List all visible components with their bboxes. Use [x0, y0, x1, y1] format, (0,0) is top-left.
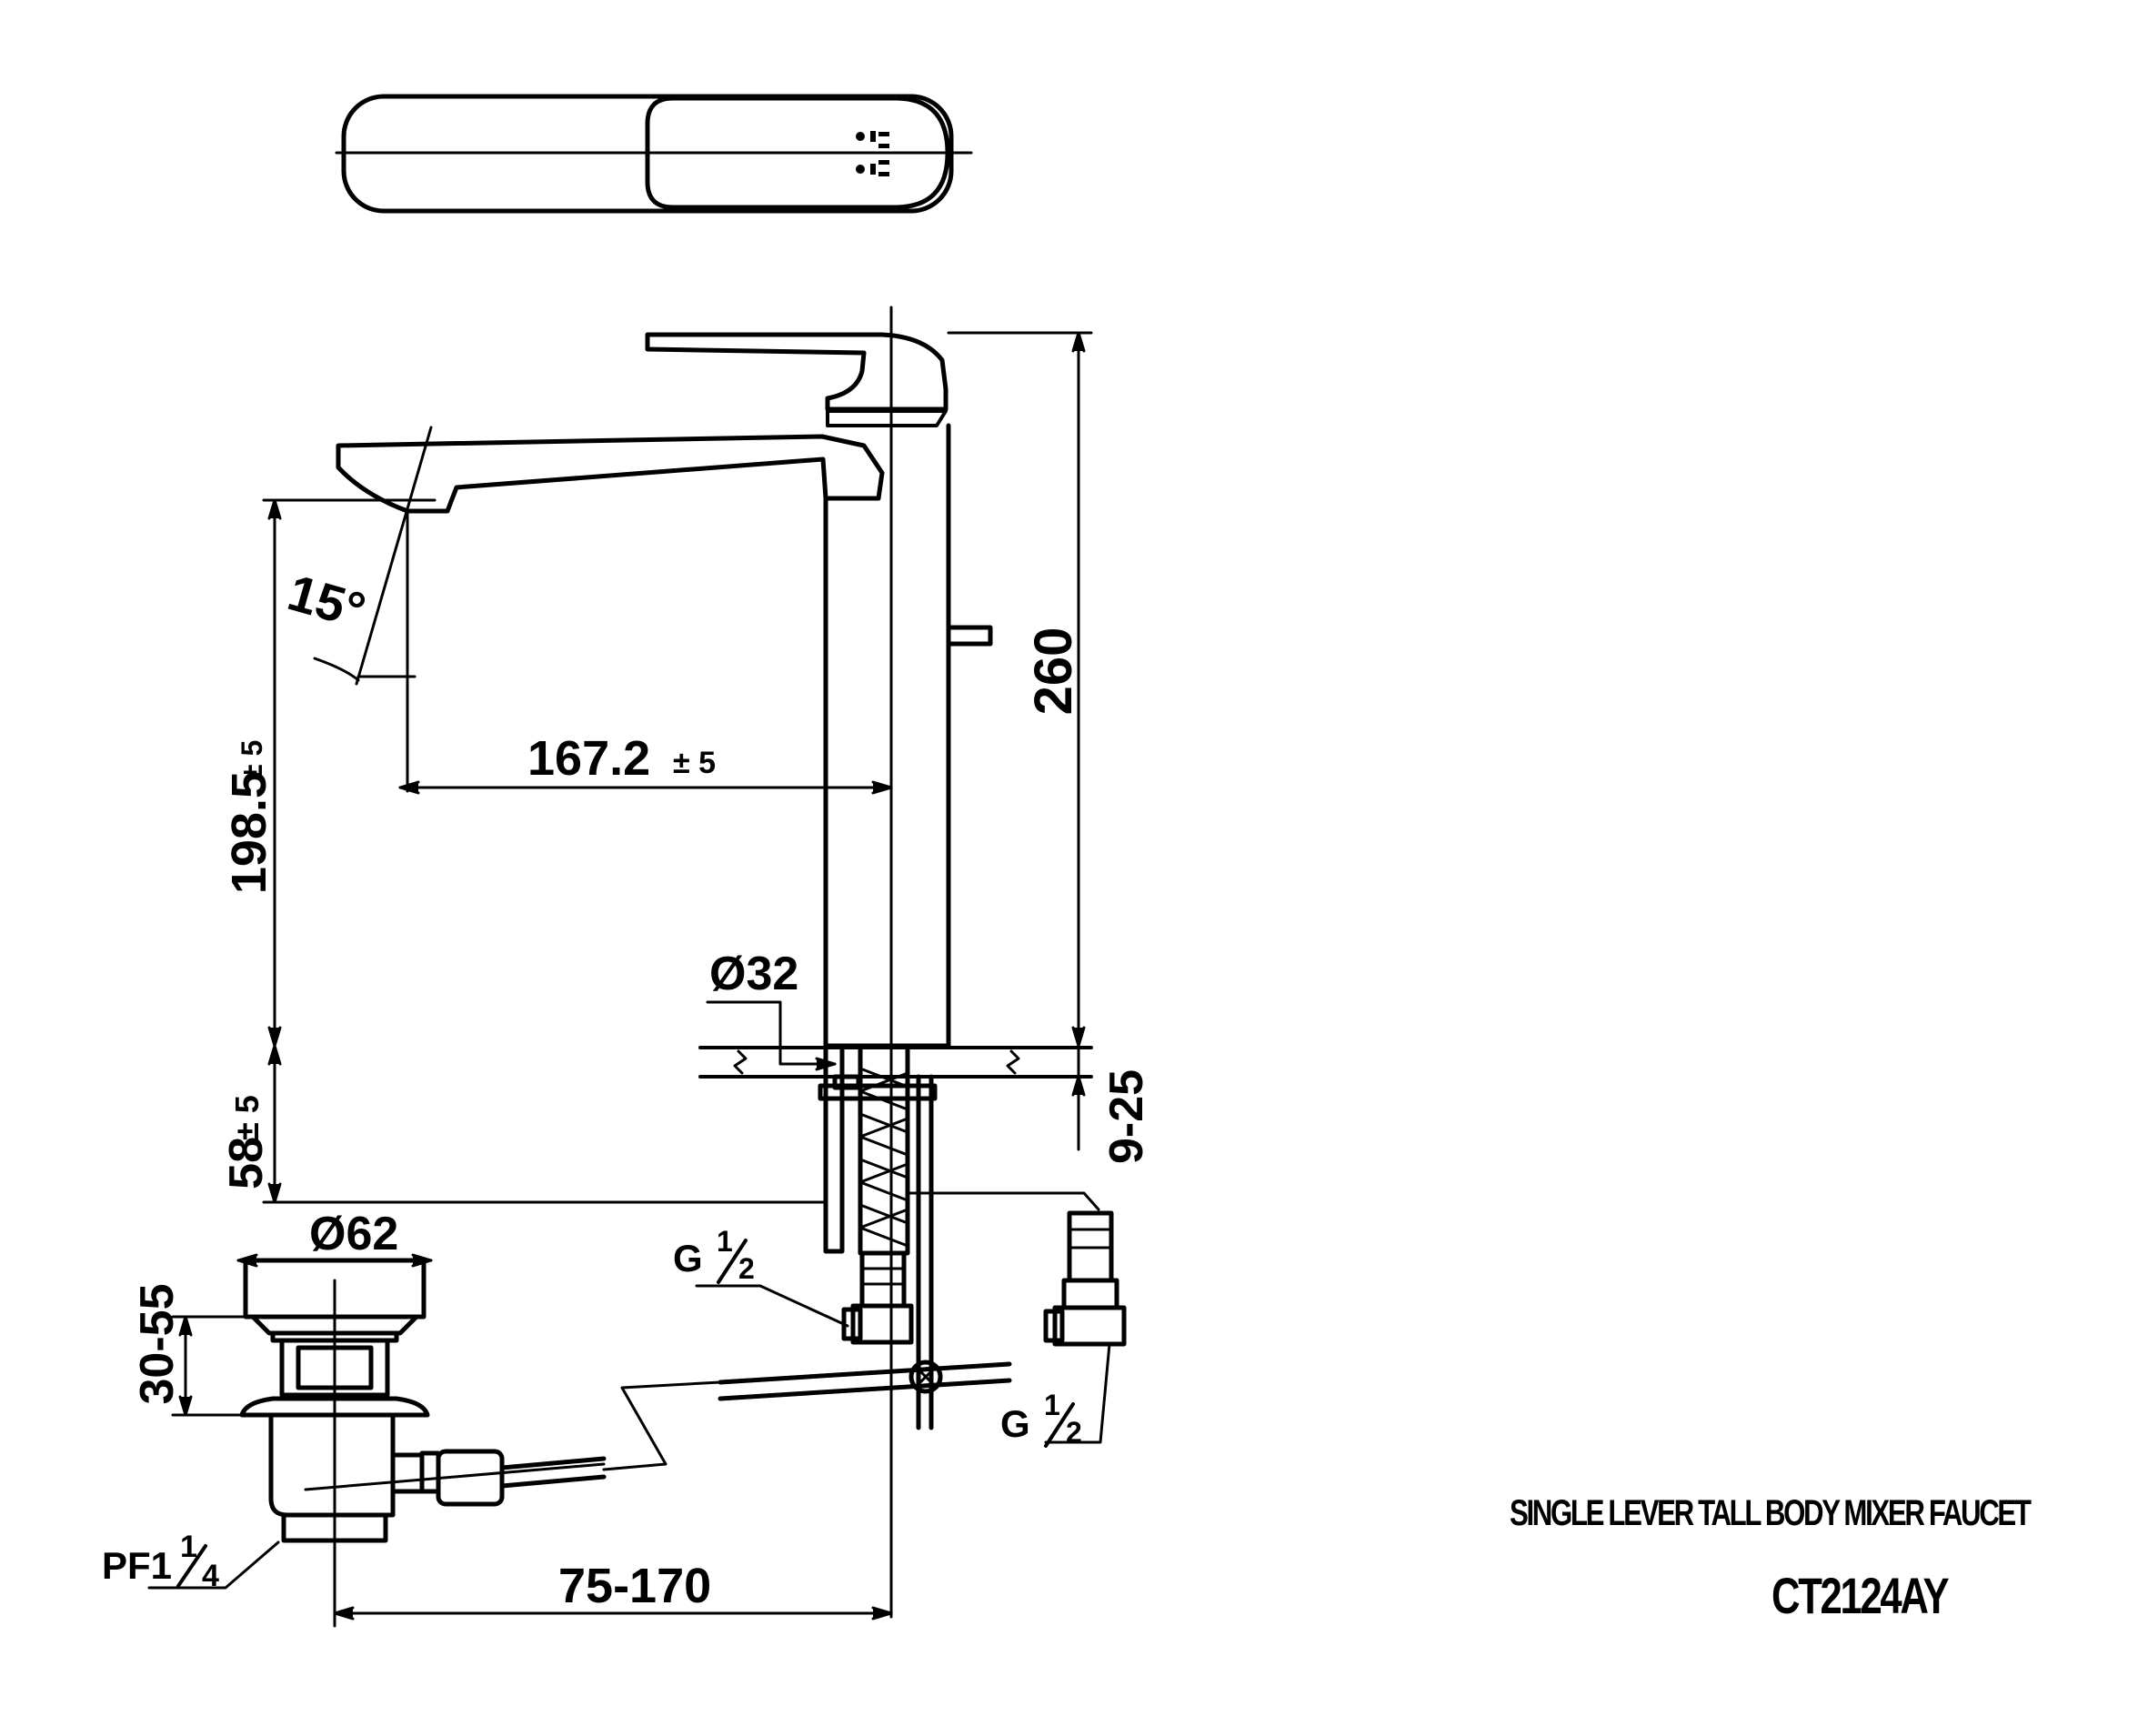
dimension-lines [147, 331, 1111, 1621]
dimension-labels: 260 198.5 ± 5 15° 167.2 ± 5 Ø32 58 ± 5 9… [102, 563, 1153, 1613]
dim-total-height: 260 [1024, 627, 1083, 716]
dim-drain-height: 30-55 [131, 1284, 184, 1405]
dim-inlet-thread-right-den: 2 [1066, 1416, 1082, 1449]
front-elevation [336, 306, 993, 1619]
pop-up-drain [239, 1258, 722, 1628]
dim-inlet-thread-right: G [1000, 1402, 1030, 1445]
dim-spout-height-tol: ± 5 [236, 740, 268, 780]
inlet-left-fraction-bar [717, 1239, 748, 1284]
dim-spout-height: 198.5 [222, 771, 276, 894]
dim-spout-angle: 15° [282, 563, 372, 639]
dim-below-deck-tol: ± 5 [228, 1095, 266, 1140]
dim-inlet-thread-left-num: 1 [717, 1225, 733, 1258]
hot-cold-indicator-icon [856, 131, 889, 176]
dim-deck-thickness: 9-25 [1100, 1069, 1153, 1164]
drain-thread-fraction-bar [176, 1544, 207, 1588]
top-view [335, 94, 973, 214]
dim-inlet-thread-right-num: 1 [1044, 1389, 1060, 1421]
dim-drain-diameter: Ø62 [309, 1208, 398, 1260]
dim-spout-reach-tol: ± 5 [673, 746, 716, 780]
dim-rod-adjust: 75-170 [558, 1559, 711, 1613]
dim-drain-thread-num: 1 [180, 1530, 197, 1564]
dim-below-deck: 58 [220, 1137, 273, 1189]
inlet-right-fraction-bar [1044, 1402, 1075, 1448]
dim-inlet-thread-left-den: 2 [738, 1252, 755, 1285]
dim-inlet-thread-left: G [673, 1237, 703, 1279]
dim-body-diameter: Ø32 [709, 948, 798, 1000]
dim-spout-reach: 167.2 [527, 731, 650, 786]
model-code: CT2124AY [1772, 1567, 1950, 1624]
dim-drain-thread: PF1 [102, 1544, 172, 1587]
product-name: SINGLE LEVER TALL BODY MIXER FAUCET [1510, 1493, 2032, 1533]
deck-section [698, 1043, 1127, 1430]
dim-drain-thread-den: 4 [202, 1559, 219, 1593]
